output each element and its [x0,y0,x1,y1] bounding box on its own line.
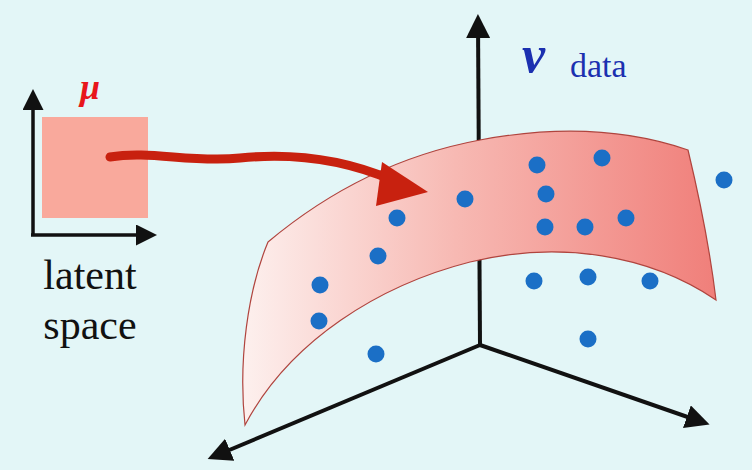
latent-axis [31,96,35,236]
data-point [538,186,555,203]
measure-symbol: μ [80,66,100,109]
data-point [311,313,328,330]
data-manifold [243,131,716,425]
measure-subscript: data [570,46,627,87]
space-label: latent space [6,250,174,351]
data-point [529,157,546,174]
data-point [389,210,406,227]
data-point [577,219,594,236]
data-point [594,150,611,167]
latent-axis [31,233,150,237]
data-points [311,150,733,363]
data-point [580,331,597,348]
data-point [526,273,543,290]
data-point [716,172,733,189]
data-point [642,273,659,290]
data-point [312,277,329,294]
data-point [370,248,387,265]
map-arrow [110,155,392,180]
data-point [618,210,635,227]
latent-square [42,117,148,218]
data-point [457,191,474,208]
measure-symbol: ν [522,24,545,86]
data-point [580,269,597,286]
data-point [537,219,554,236]
data-axis [480,345,702,422]
data-point [368,346,385,363]
map-arrowhead [376,162,428,206]
